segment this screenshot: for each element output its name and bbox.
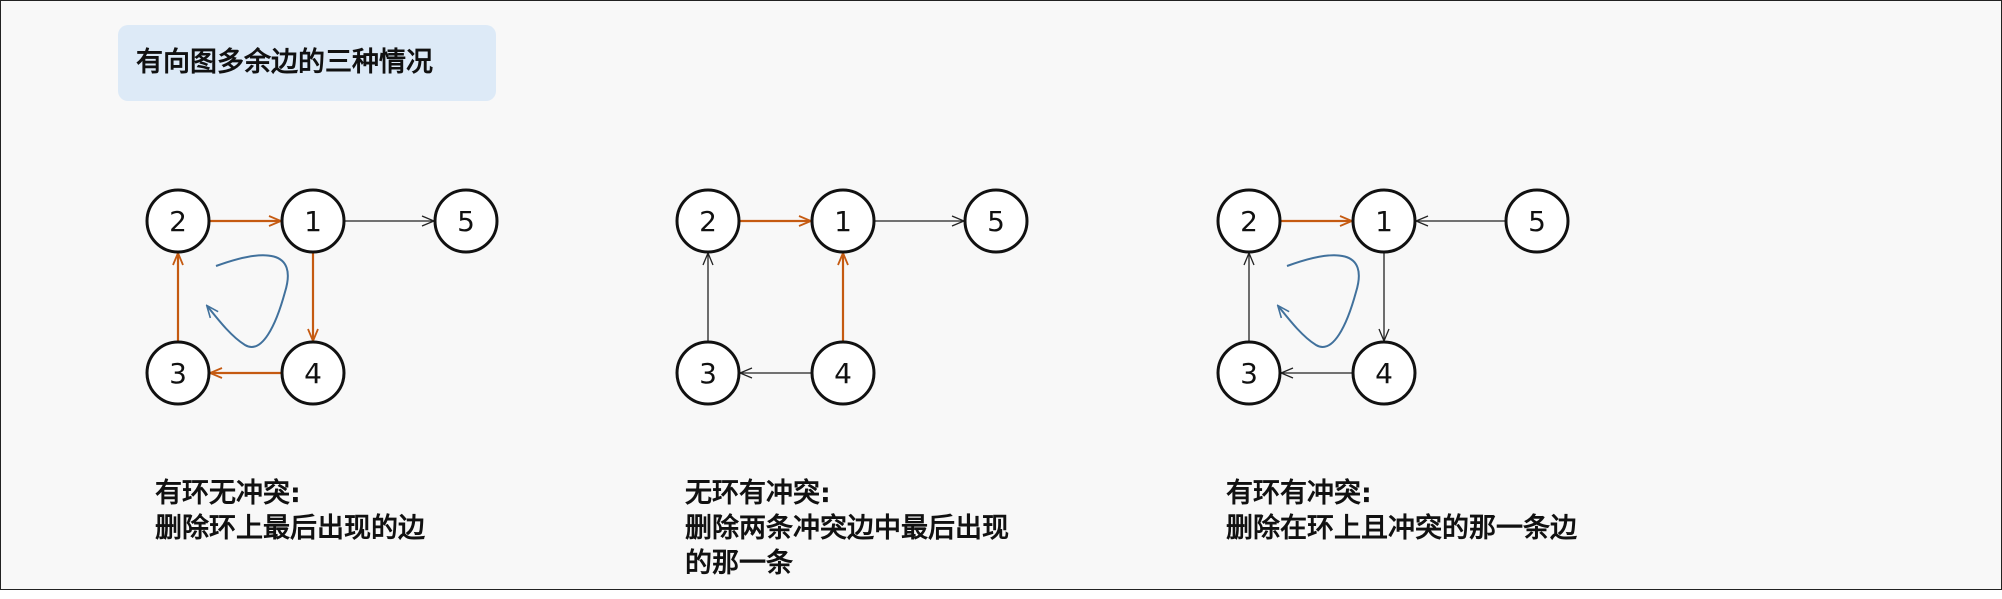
caption-cycle-and-conflict: 有环有冲突: 删除在环上且冲突的那一条边	[1226, 476, 1577, 546]
caption-rule: 删除两条冲突边中最后出现	[685, 513, 1009, 544]
caption-cycle-no-conflict: 有环无冲突: 删除环上最后出现的边	[155, 476, 425, 546]
caption-rule: 删除环上最后出现的边	[155, 513, 425, 544]
title-box: 有向图多余边的三种情况	[118, 25, 496, 101]
caption-heading: 无环有冲突:	[685, 478, 831, 509]
node-2: 2	[675, 188, 741, 254]
node-1: 1	[1351, 188, 1417, 254]
node-circle	[963, 188, 1029, 254]
node-circle	[810, 188, 876, 254]
cycle-indicator-arrow	[1279, 254, 1360, 348]
node-circle	[280, 340, 346, 406]
page-title: 有向图多余边的三种情况	[136, 47, 433, 78]
node-3: 3	[145, 340, 211, 406]
node-circle	[145, 340, 211, 406]
node-2: 2	[1216, 188, 1282, 254]
caption-heading: 有环有冲突:	[1226, 478, 1372, 509]
node-label: 3	[169, 357, 187, 390]
node-4: 4	[1351, 340, 1417, 406]
node-circle	[675, 340, 741, 406]
cycle-indicator-arrow	[208, 254, 289, 348]
node-4: 4	[280, 340, 346, 406]
node-1: 1	[280, 188, 346, 254]
node-label: 5	[1528, 205, 1546, 238]
node-5: 5	[1504, 188, 1570, 254]
node-label: 3	[1240, 357, 1258, 390]
caption-rule: 删除在环上且冲突的那一条边	[1226, 513, 1577, 544]
node-label: 1	[834, 205, 852, 238]
caption-heading: 有环无冲突:	[155, 478, 301, 509]
node-label: 1	[304, 205, 322, 238]
node-circle	[1504, 188, 1570, 254]
node-label: 4	[1375, 357, 1393, 390]
node-label: 5	[457, 205, 475, 238]
node-label: 2	[169, 205, 187, 238]
node-label: 1	[1375, 205, 1393, 238]
node-5: 5	[433, 188, 499, 254]
node-2: 2	[145, 188, 211, 254]
node-label: 2	[699, 205, 717, 238]
node-circle	[433, 188, 499, 254]
node-circle	[280, 188, 346, 254]
node-circle	[810, 340, 876, 406]
node-label: 5	[987, 205, 1005, 238]
node-circle	[675, 188, 741, 254]
node-circle	[1216, 188, 1282, 254]
node-circle	[1216, 340, 1282, 406]
caption-rule-cont: 的那一条	[685, 548, 793, 579]
caption-conflict-no-cycle: 无环有冲突: 删除两条冲突边中最后出现 的那一条	[685, 476, 1009, 581]
node-3: 3	[675, 340, 741, 406]
node-circle	[1351, 188, 1417, 254]
node-4: 4	[810, 340, 876, 406]
node-circle	[145, 188, 211, 254]
graph-cycle-and-conflict: 2 1 5 3 4	[1216, 188, 1570, 406]
node-label: 3	[699, 357, 717, 390]
node-circle	[1351, 340, 1417, 406]
node-label: 4	[834, 357, 852, 390]
graph-conflict-no-cycle: 2 1 5 3 4	[675, 188, 1029, 406]
node-5: 5	[963, 188, 1029, 254]
node-label: 4	[304, 357, 322, 390]
graph-cycle-no-conflict: 2 1 5 3 4	[145, 188, 499, 406]
node-3: 3	[1216, 340, 1282, 406]
node-1: 1	[810, 188, 876, 254]
node-label: 2	[1240, 205, 1258, 238]
